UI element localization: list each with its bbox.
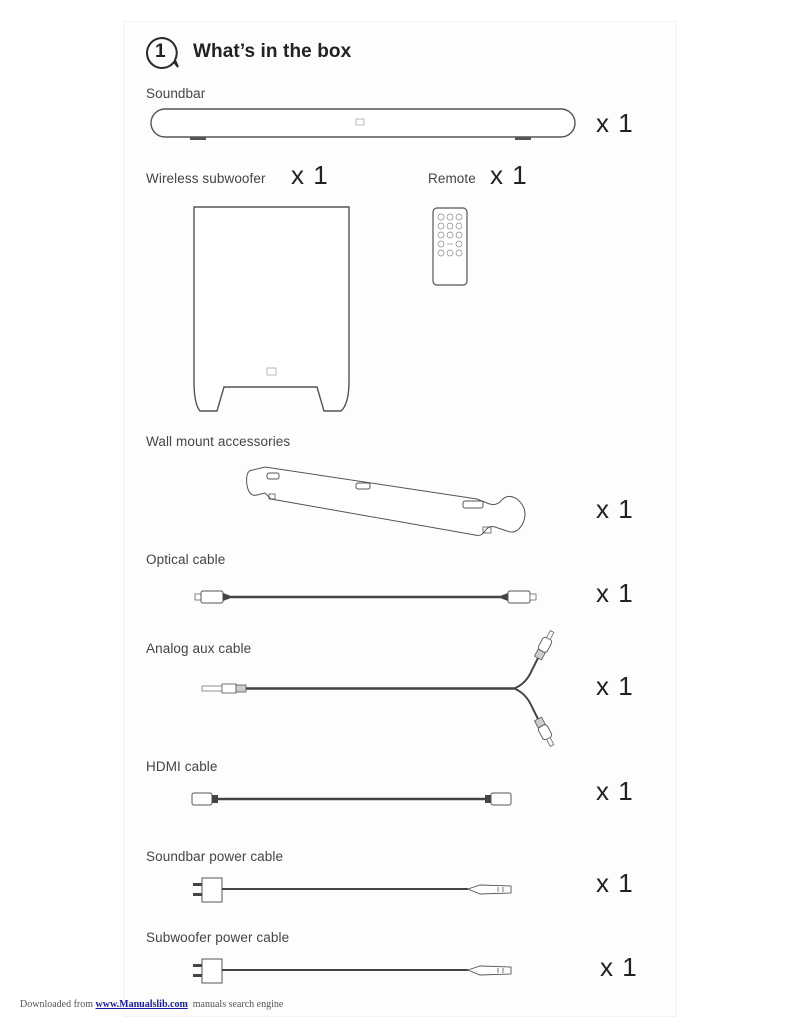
footer-suffix: manuals search engine xyxy=(187,999,284,1010)
item-qty-wireless-subwoofer: x 1 xyxy=(291,160,329,190)
item-label-soundbar-power-cable: Soundbar power cable xyxy=(146,849,284,864)
manualslib-link[interactable]: www.Manualslib.com xyxy=(95,999,188,1010)
item-qty-hdmi-cable: x 1 xyxy=(596,776,634,806)
subwoofer-illustration-icon xyxy=(193,206,350,412)
item-qty-soundbar: x 1 xyxy=(596,108,634,138)
wall-mount-bracket-illustration-icon xyxy=(246,466,526,536)
aux-rca-cable-illustration-icon xyxy=(201,630,555,747)
page-title: What’s in the box xyxy=(193,41,352,62)
remote-illustration-icon xyxy=(432,207,468,286)
power-cable-illustration-icon xyxy=(193,877,512,903)
item-qty-remote: x 1 xyxy=(490,160,528,190)
item-label-hdmi-cable: HDMI cable xyxy=(146,759,218,774)
item-qty-subwoofer-power-cable: x 1 xyxy=(600,952,638,982)
item-qty-optical-cable: x 1 xyxy=(596,578,634,608)
item-qty-analog-aux-cable: x 1 xyxy=(596,671,634,701)
power-cable-illustration-icon xyxy=(193,958,512,984)
item-label-soundbar: Soundbar xyxy=(146,86,206,101)
item-label-optical-cable: Optical cable xyxy=(146,552,226,567)
item-label-analog-aux-cable: Analog aux cable xyxy=(146,641,252,656)
item-qty-soundbar-power-cable: x 1 xyxy=(596,868,634,898)
hdmi-cable-illustration-icon xyxy=(191,792,512,806)
step-number-badge-icon xyxy=(146,36,179,69)
item-label-wireless-subwoofer: Wireless subwoofer xyxy=(146,171,266,186)
soundbar-illustration-icon xyxy=(150,108,576,140)
footer-prefix: Downloaded from xyxy=(20,999,96,1010)
item-label-subwoofer-power-cable: Subwoofer power cable xyxy=(146,930,290,945)
optical-cable-illustration-icon xyxy=(194,590,537,604)
step-number: 1 xyxy=(155,41,166,62)
item-label-remote: Remote xyxy=(428,171,476,186)
download-footer: Downloaded from www.Manualslib.com manua… xyxy=(20,999,283,1010)
item-label-wall-mount: Wall mount accessories xyxy=(146,434,291,449)
item-qty-wall-mount: x 1 xyxy=(596,494,634,524)
